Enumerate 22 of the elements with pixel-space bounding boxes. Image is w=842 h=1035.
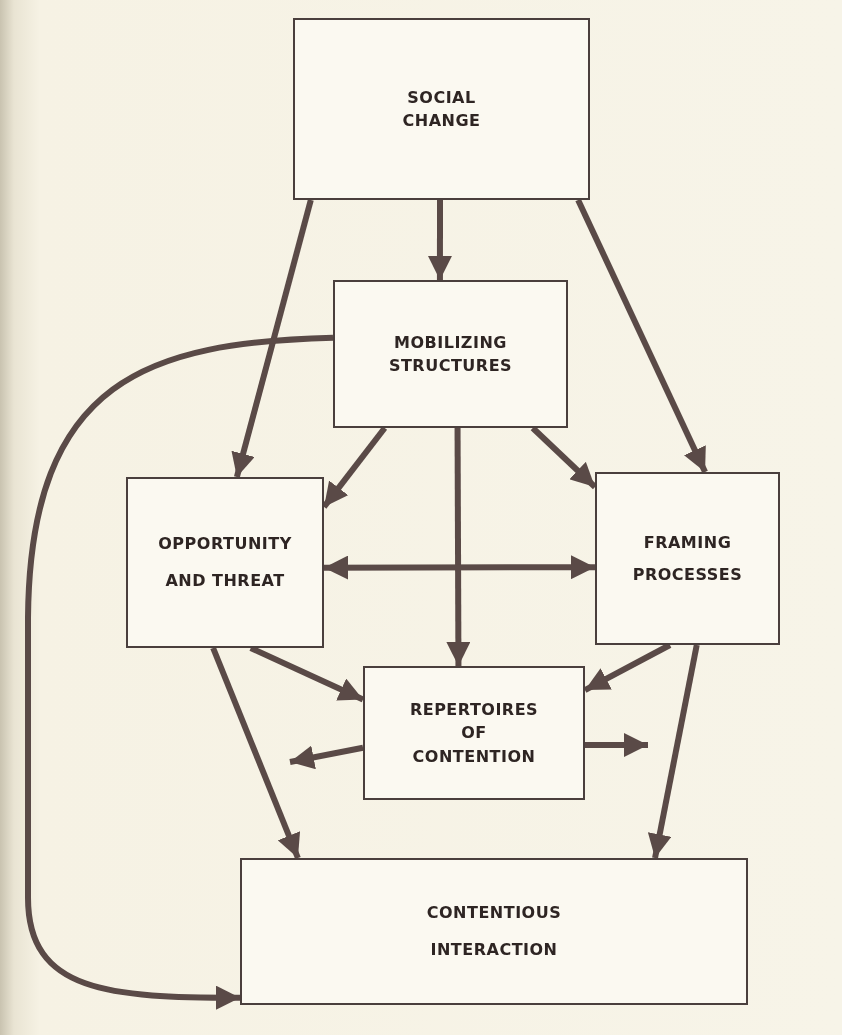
arrow [585,733,648,757]
arrow [647,644,700,859]
arrow [231,199,314,478]
box-label: SOCIAL CHANGE [401,86,482,132]
box-label: CONTENTIOUS INTERACTION [425,901,563,961]
arrow [289,744,364,770]
arrow [427,200,452,280]
box-label: FRAMING PROCESSES [631,531,744,586]
box-label: MOBILIZING STRUCTURES [387,331,514,377]
concept-box [126,477,324,648]
concept-box [240,858,748,1005]
concept-box [363,666,585,800]
arrow [324,555,595,580]
concept-box [333,280,568,428]
arrow [25,334,334,1010]
concept-box [293,18,590,200]
arrow [210,646,301,860]
arrow [446,428,471,666]
box-label: REPERTOIRES OF CONTENTION [408,699,540,768]
arrow [575,198,708,474]
concept-box [595,472,780,645]
box-label: OPPORTUNITY AND THREAT [157,532,293,592]
